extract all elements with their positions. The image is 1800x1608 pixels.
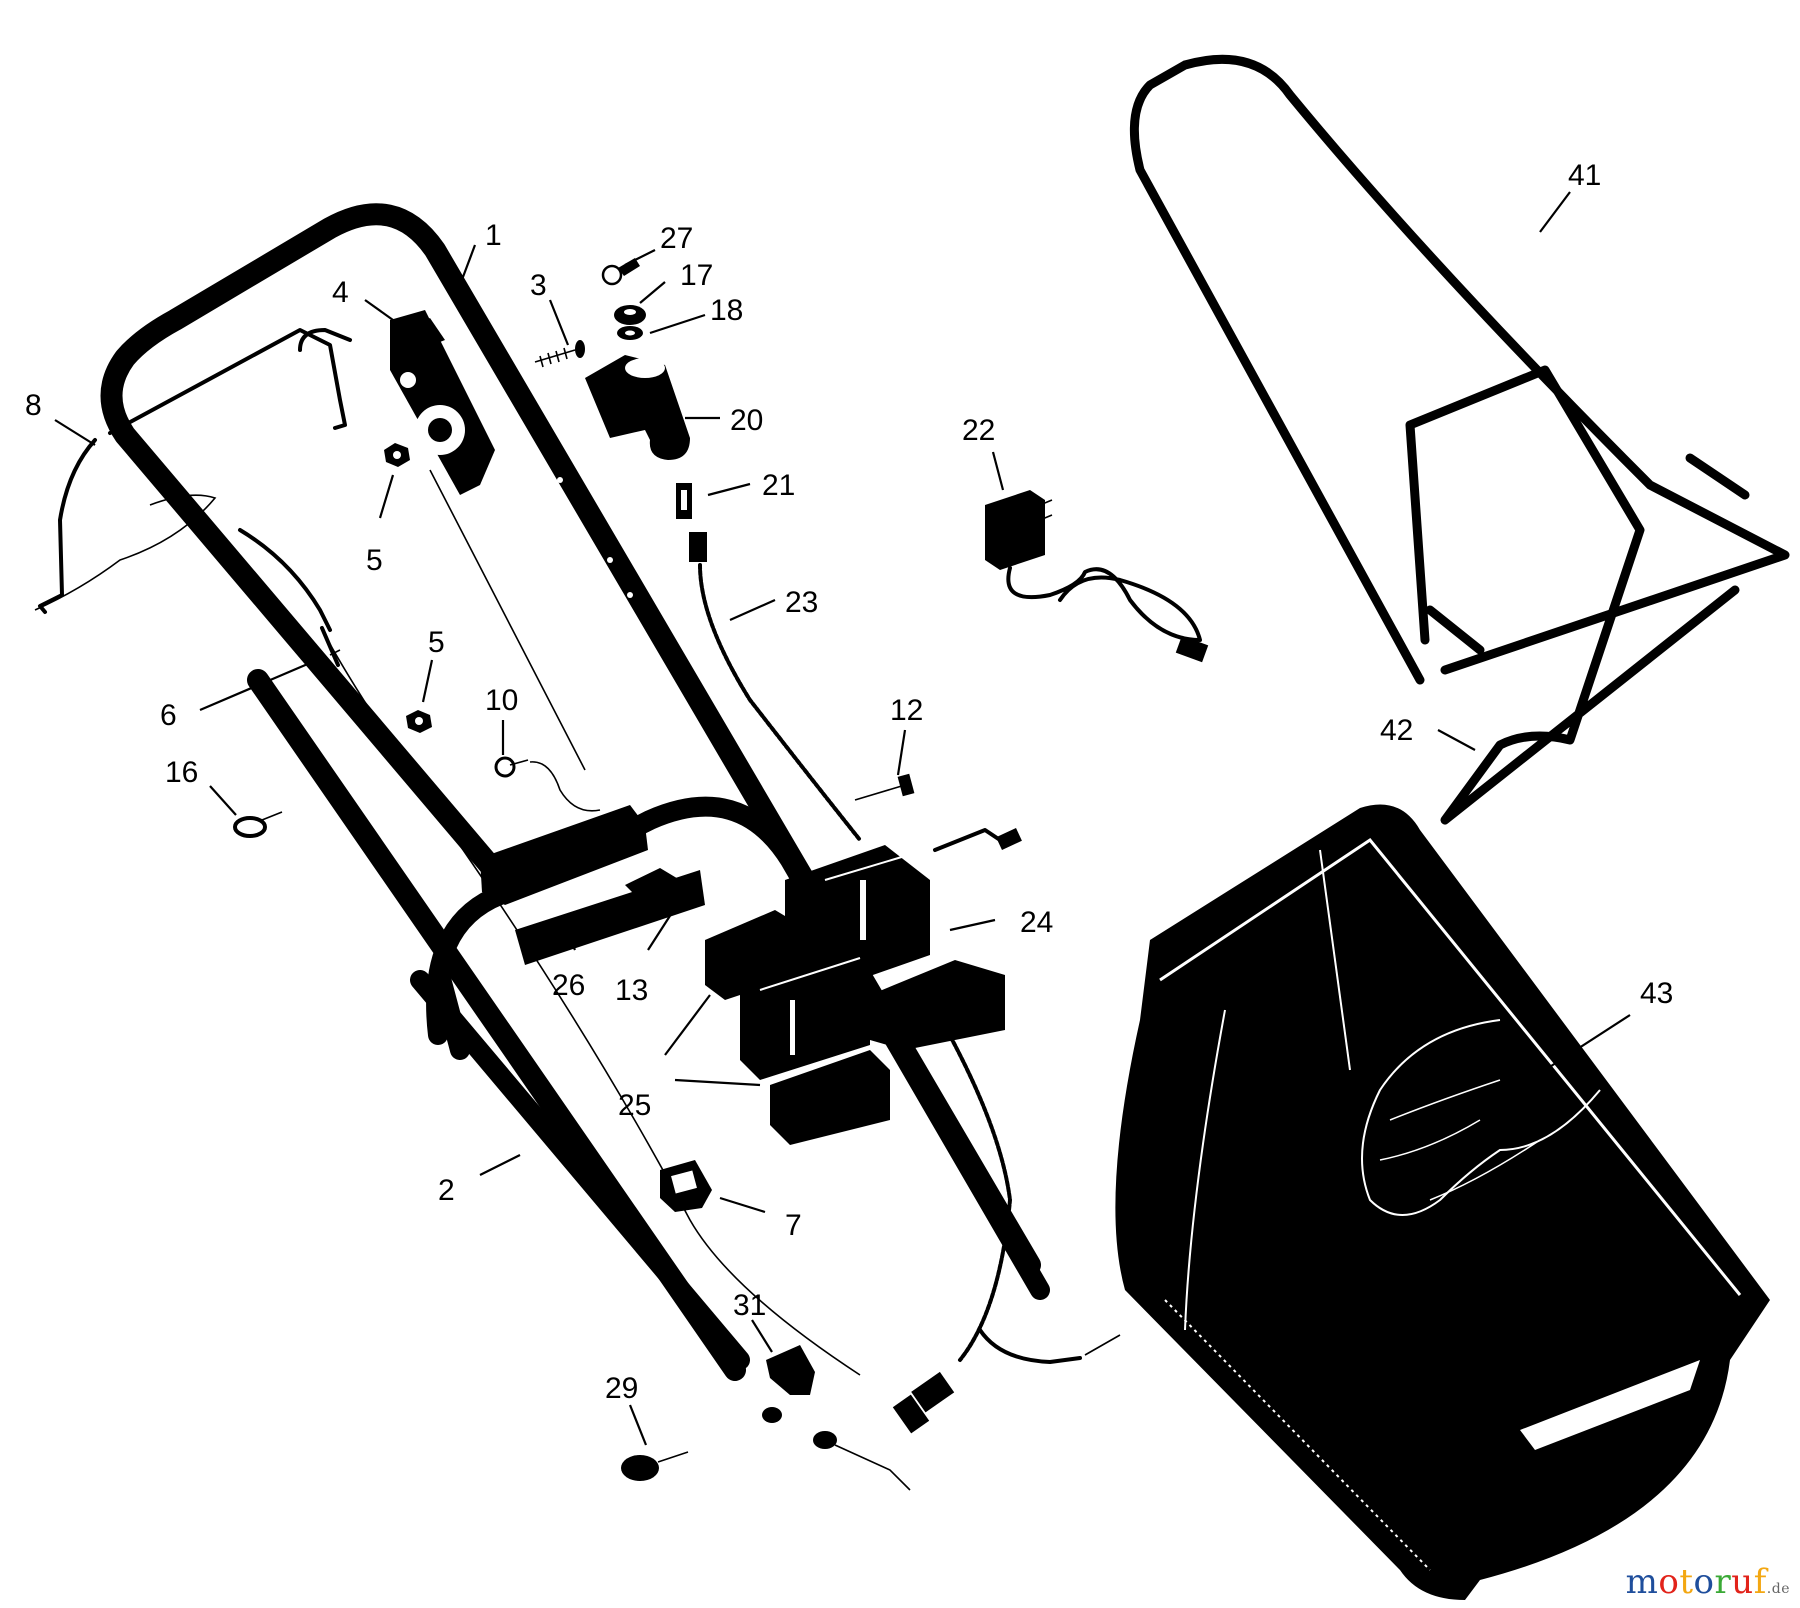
wing-knob-13 bbox=[625, 868, 680, 912]
part-number: 22 bbox=[962, 414, 995, 447]
part-number: 7 bbox=[785, 1209, 802, 1242]
part-number: 5 bbox=[428, 626, 445, 659]
bolt-3 bbox=[534, 340, 585, 368]
cable-guide-31 bbox=[762, 1345, 911, 1491]
part-number: 43 bbox=[1640, 977, 1673, 1010]
watermark-suffix: .de bbox=[1766, 1581, 1790, 1597]
watermark-letter: r bbox=[1714, 1562, 1732, 1602]
switch-box bbox=[390, 310, 495, 495]
part-number: 5 bbox=[366, 544, 383, 577]
label-12: 12 bbox=[890, 694, 923, 776]
label-41: 41 bbox=[1539, 159, 1601, 233]
key-switch-housing-20 bbox=[585, 355, 690, 460]
part-number: 8 bbox=[25, 389, 42, 422]
grass-bag-43 bbox=[1115, 804, 1770, 1600]
label-3: 3 bbox=[530, 269, 570, 346]
watermark-letter: o bbox=[1693, 1562, 1715, 1602]
part-number: 26 bbox=[552, 969, 585, 1002]
site-watermark: motoruf.de bbox=[1626, 1562, 1790, 1602]
label-24: 24 bbox=[949, 906, 1053, 939]
label-23: 23 bbox=[729, 586, 818, 622]
part-number: 41 bbox=[1568, 159, 1601, 192]
part-number: 29 bbox=[605, 1372, 638, 1405]
part-number: 3 bbox=[530, 269, 547, 302]
label-10: 10 bbox=[485, 684, 518, 755]
part-number: 20 bbox=[730, 404, 763, 437]
watermark-letter: t bbox=[1679, 1562, 1694, 1602]
part-number: 31 bbox=[733, 1289, 766, 1322]
watermark-letter: u bbox=[1731, 1562, 1754, 1602]
upper-handle bbox=[100, 203, 1041, 1276]
part-number: 17 bbox=[680, 259, 713, 292]
label-27: 27 bbox=[624, 222, 693, 266]
lower-handle bbox=[247, 669, 1050, 1381]
part-number: 23 bbox=[785, 586, 818, 619]
label-8: 8 bbox=[25, 389, 96, 446]
control-cables bbox=[238, 328, 1121, 1376]
part-number: 16 bbox=[165, 756, 198, 789]
screw-29 bbox=[621, 1451, 689, 1481]
label-20: 20 bbox=[685, 404, 763, 437]
label-18: 18 bbox=[649, 294, 743, 335]
label-42: 42 bbox=[1380, 714, 1476, 751]
washer-18 bbox=[617, 326, 643, 340]
label-6: 6 bbox=[160, 661, 311, 732]
watermark-letter: o bbox=[1658, 1562, 1680, 1602]
part-number: 42 bbox=[1380, 714, 1413, 747]
label-29: 29 bbox=[605, 1372, 648, 1446]
connector-21 bbox=[676, 483, 707, 562]
label-22: 22 bbox=[962, 414, 1005, 491]
coil-cord-23 bbox=[698, 563, 1012, 1434]
catcher-frame-41 bbox=[1129, 54, 1790, 685]
part-number: 4 bbox=[332, 276, 349, 309]
eye-bolt-16 bbox=[233, 811, 283, 838]
part-number: 27 bbox=[660, 222, 693, 255]
cable-clip-6 bbox=[320, 626, 341, 667]
cover-7 bbox=[660, 1160, 712, 1212]
bolt-12 bbox=[854, 773, 915, 801]
knob-17 bbox=[614, 305, 646, 325]
watermark-letter: f bbox=[1753, 1562, 1767, 1602]
label-31: 31 bbox=[733, 1289, 773, 1353]
part-number: 13 bbox=[615, 974, 648, 1007]
part-number: 25 bbox=[618, 1089, 651, 1122]
label-16: 16 bbox=[165, 756, 237, 816]
label-1: 1 bbox=[458, 219, 502, 286]
part-number: 18 bbox=[710, 294, 743, 327]
label-7: 7 bbox=[719, 1196, 802, 1242]
charger-22 bbox=[985, 490, 1209, 663]
label-43: 43 bbox=[1544, 977, 1673, 1071]
watermark-letters: motoruf bbox=[1626, 1562, 1767, 1602]
part-number: 10 bbox=[485, 684, 518, 717]
label-25: 25 bbox=[618, 994, 761, 1122]
catcher-support-42 bbox=[1405, 365, 1740, 825]
label-5a: 5 bbox=[366, 474, 395, 577]
clip-10 bbox=[494, 756, 601, 812]
nut-5-lower bbox=[406, 710, 432, 733]
bail-lever bbox=[34, 328, 347, 614]
part-number: 21 bbox=[762, 469, 795, 502]
label-5b: 5 bbox=[421, 626, 445, 703]
watermark-letter: m bbox=[1625, 1562, 1659, 1602]
label-17: 17 bbox=[639, 259, 713, 304]
label-21: 21 bbox=[707, 469, 795, 502]
key-27 bbox=[601, 258, 640, 286]
label-26: 26 bbox=[552, 917, 585, 1002]
part-number: 6 bbox=[160, 699, 177, 732]
part-number: 2 bbox=[438, 1174, 455, 1207]
part-labels: 1 2 3 4 5 5 6 7 8 10 12 13 16 17 18 bbox=[25, 159, 1673, 1446]
part-number: 24 bbox=[1020, 906, 1053, 939]
part-number: 12 bbox=[890, 694, 923, 727]
label-4: 4 bbox=[332, 276, 401, 326]
part-number: 1 bbox=[485, 219, 502, 252]
label-2: 2 bbox=[438, 1154, 521, 1207]
batteries-25 bbox=[705, 910, 890, 1145]
nut-5-upper bbox=[384, 443, 410, 467]
label-13: 13 bbox=[615, 907, 676, 1007]
